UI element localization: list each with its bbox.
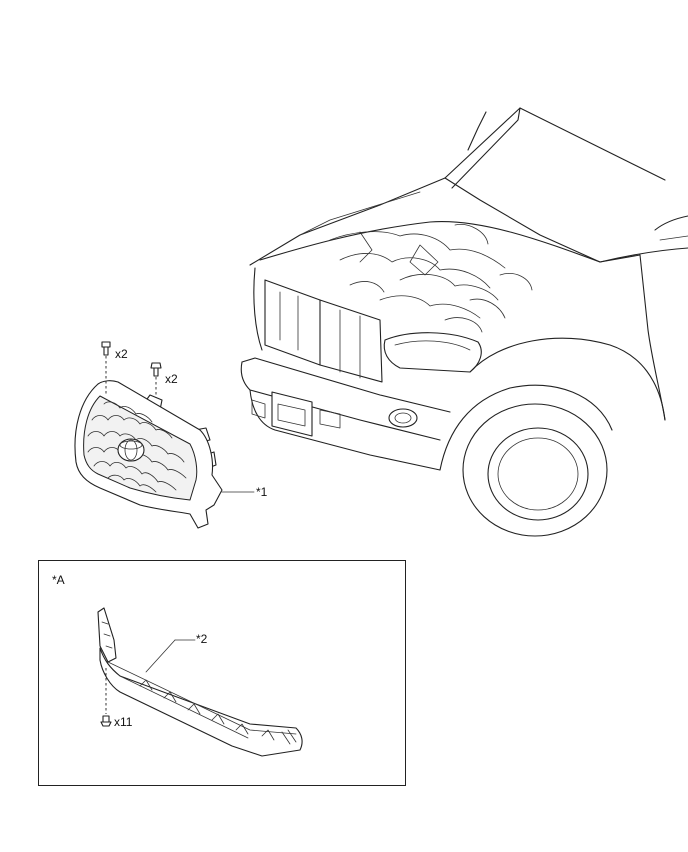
- lower-grille-illustration: [97, 607, 303, 757]
- upper-clip-icon: [101, 341, 111, 395]
- lower-clip-qty: x11: [114, 715, 133, 729]
- upper-bolt-icon: [150, 362, 162, 398]
- inset-frame: [38, 560, 406, 786]
- lower-clip-icon: [100, 668, 112, 727]
- upper-bolt-qty: x2: [165, 372, 178, 386]
- callout-leader-lower-grille: [145, 639, 176, 673]
- truck-illustration: [240, 107, 688, 537]
- grille-illustration: [74, 380, 223, 529]
- inset-label: *A: [52, 573, 65, 587]
- upper-clip-qty: x2: [115, 347, 128, 361]
- grille-callout: *1: [256, 485, 268, 499]
- lower-grille-callout: *2: [196, 632, 208, 646]
- engine-bay: [329, 224, 533, 333]
